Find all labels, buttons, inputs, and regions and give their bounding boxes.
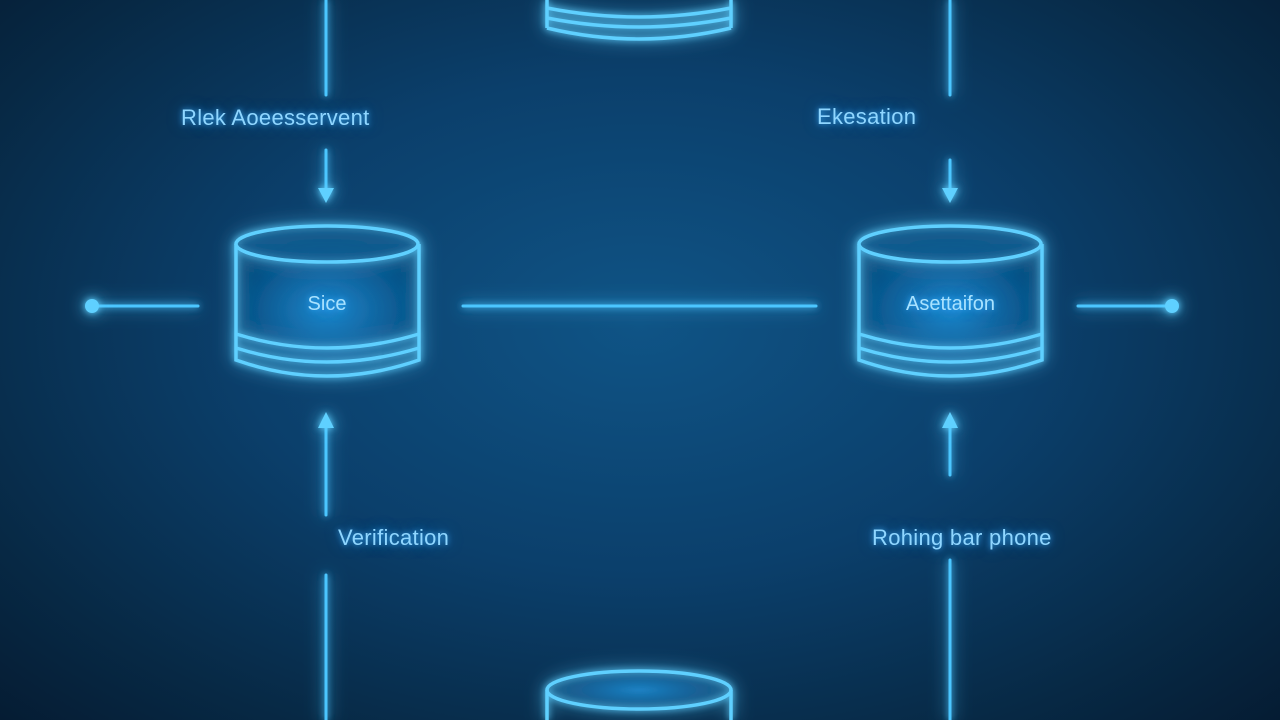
arrow-up-left-icon xyxy=(318,412,334,428)
edge-label-bottom-left: Verification xyxy=(338,525,450,550)
node-label-right: Asettaifon xyxy=(906,293,995,315)
database-bottom-icon xyxy=(545,669,733,720)
edge-label-top-left: Rlek Aoeesservent xyxy=(181,105,370,130)
edge-label-top-right: Ekesation xyxy=(817,104,917,129)
endpoint-left-dot-icon xyxy=(85,299,99,313)
arrow-down-left-icon xyxy=(318,188,334,203)
edge-label-bottom-right: Rohing bar phone xyxy=(872,525,1052,550)
database-left-icon xyxy=(234,224,421,378)
endpoint-right-dot-icon xyxy=(1165,299,1179,313)
arrow-down-right-icon xyxy=(942,188,958,203)
arrow-up-right-icon xyxy=(942,412,958,428)
node-label-left: Sice xyxy=(307,293,347,315)
database-right-icon xyxy=(857,224,1044,378)
database-top-icon xyxy=(545,0,733,41)
